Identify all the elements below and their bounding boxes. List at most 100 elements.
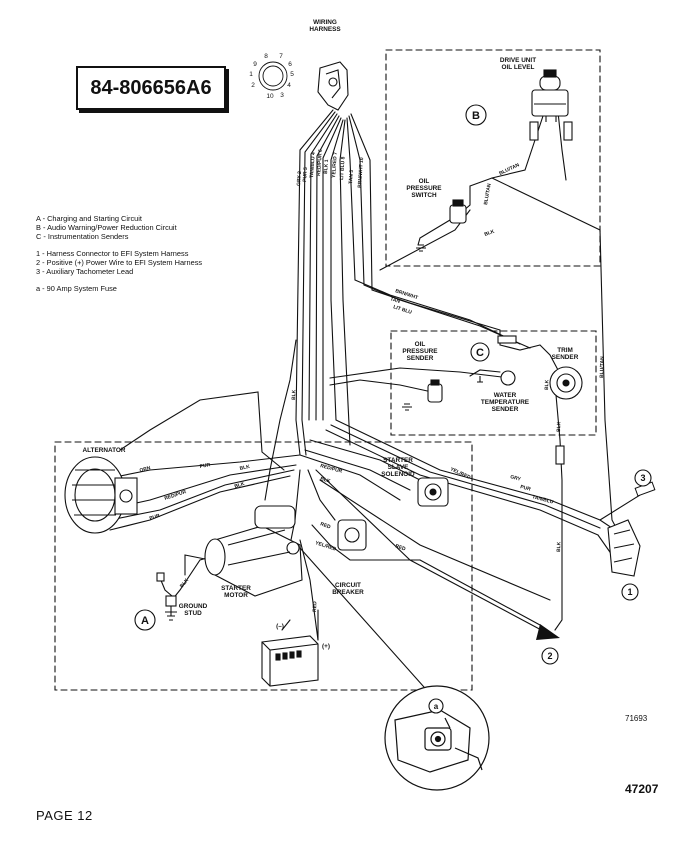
wire-label-tan: TAN [389, 296, 401, 305]
ground-stud [156, 572, 177, 621]
callout-1-label: 1 [627, 587, 632, 597]
pin-number: 2 [251, 82, 255, 89]
alternator-label: ALTERNATOR [83, 447, 126, 454]
circuit-b-boundary [385, 49, 601, 267]
legend: A - Charging and Starting Circuit B - Au… [36, 214, 202, 293]
callout-b-circle [465, 104, 487, 126]
wire-label-tan-blu: TAN/BLU [531, 494, 554, 505]
wire-label-red-pur-2: RED/PUR [319, 463, 343, 475]
callout-1-circle [621, 583, 639, 601]
callout-a-circle [134, 609, 156, 631]
legend-item-2: 2 - Positive (+) Power Wire to EFI Syste… [36, 258, 203, 267]
harness-plug [317, 61, 349, 111]
pin-number: 7 [279, 53, 283, 60]
callout-2-label: 2 [547, 651, 552, 661]
wire-label-red-1: RED [319, 521, 331, 530]
oil-pressure-sender [402, 379, 443, 411]
wire-label-pur-1: PUR [199, 462, 211, 470]
wire-label-blk-4: BLK [291, 389, 297, 400]
harness-wire-label: BRN/WHT 10 [357, 157, 365, 188]
power-arrow [536, 624, 560, 640]
wire-label-red-3: RED [312, 601, 318, 612]
pin-number: 4 [287, 82, 291, 89]
wire-label-red-pur-1: RED/PUR [164, 489, 188, 502]
pin-number: 10 [266, 93, 274, 100]
pin-number: 8 [264, 53, 268, 60]
pin-number: 1 [249, 71, 253, 78]
callout-a-small-circle [428, 698, 444, 714]
pin-number: 6 [288, 61, 292, 68]
callout-3-circle [634, 469, 652, 487]
legend-circuit-b: B - Audio Warning/Power Reduction Circui… [36, 223, 177, 232]
harness-bundle [295, 109, 373, 456]
callout-c-label: C [476, 347, 484, 359]
wire-label-lit-blu: LIT BLU [392, 304, 412, 316]
wire-label-pur-2: PUR [149, 513, 161, 522]
page-label: PAGE 12 [36, 808, 93, 823]
callout-fuse-label: a [434, 702, 439, 711]
wire-label-red-2: RED [394, 543, 406, 552]
circuit-a-boundary [54, 441, 473, 691]
efi-harness-connector [607, 519, 641, 577]
wire-label-gry: GRY [509, 474, 521, 483]
harness-wire-label: GRY 2 [296, 171, 303, 186]
wire-label-blk-5: BLK [234, 481, 246, 490]
wire-label-blu-tan-1: BLU/TAN [483, 183, 493, 206]
callout-3-label: 3 [640, 473, 645, 483]
callout-2-circle [541, 647, 559, 665]
water-temperature-sender [477, 370, 516, 386]
harness-wire-label: YEL/RED 7 [331, 152, 339, 178]
wire-label-blk-6: BLK [319, 476, 331, 485]
wire-label-blu-tan-3: BLU/TAN [599, 356, 606, 378]
alternator [64, 456, 138, 534]
starter-slave-solenoid [417, 477, 449, 507]
harness-wire-label: BLK 1 [323, 159, 330, 174]
wire-label-blk-1: BLK [484, 229, 496, 238]
legend-circuit-a: A - Charging and Starting Circuit [36, 214, 142, 223]
callout-c-circle [470, 342, 490, 362]
wire-label-blk-2: BLK [544, 379, 550, 390]
harness-wire-label: PUR 5 [302, 167, 309, 182]
wire-label-blk-9: BLK [239, 464, 251, 472]
trim-sender [549, 366, 583, 400]
legend-item-a: a - 90 Amp System Fuse [36, 284, 117, 293]
oil-pressure-switch [416, 199, 467, 252]
wire-label-yel-red-2: YEL/RED [314, 540, 337, 553]
pin-number: 9 [253, 61, 257, 68]
figure-reference: 71693 [625, 714, 648, 723]
callout-b-label: B [472, 110, 480, 122]
harness-wire-label: TAN 3 [348, 169, 355, 184]
battery-negative-label: (–) [276, 623, 284, 630]
battery [261, 635, 319, 687]
callout-a-label: A [141, 615, 149, 627]
wire-label-blu-tan-2: BLU/TAN [498, 162, 520, 177]
harness-wire-label: RED/PUR 6 [316, 149, 324, 176]
wire-label-pur-3: PUR [519, 484, 531, 493]
legend-item-1: 1 - Harness Connector to EFI System Harn… [36, 249, 189, 258]
harness-pin-diagram [258, 61, 288, 91]
pin-number: 3 [280, 92, 284, 99]
harness-wire-label: LIT BLU 8 [339, 156, 347, 180]
fuse-detail-inset [384, 685, 490, 791]
starter-motor [204, 505, 303, 597]
wire-label-orn: ORN [139, 465, 152, 474]
circuit-breaker [337, 519, 367, 551]
legend-item-3: 3 - Auxiliary Tachometer Lead [36, 267, 134, 276]
in-line-connector [497, 335, 517, 344]
wire-label-blk-3: BLK [556, 421, 562, 432]
part-number-box: 84-806656A6 [76, 66, 226, 110]
legend-circuit-c: C - Instrumentation Senders [36, 232, 129, 241]
wire-label-blk-8: BLK [556, 541, 562, 552]
document-number: 47207 [625, 782, 659, 796]
wire-label-blk-7: BLK [179, 577, 190, 589]
